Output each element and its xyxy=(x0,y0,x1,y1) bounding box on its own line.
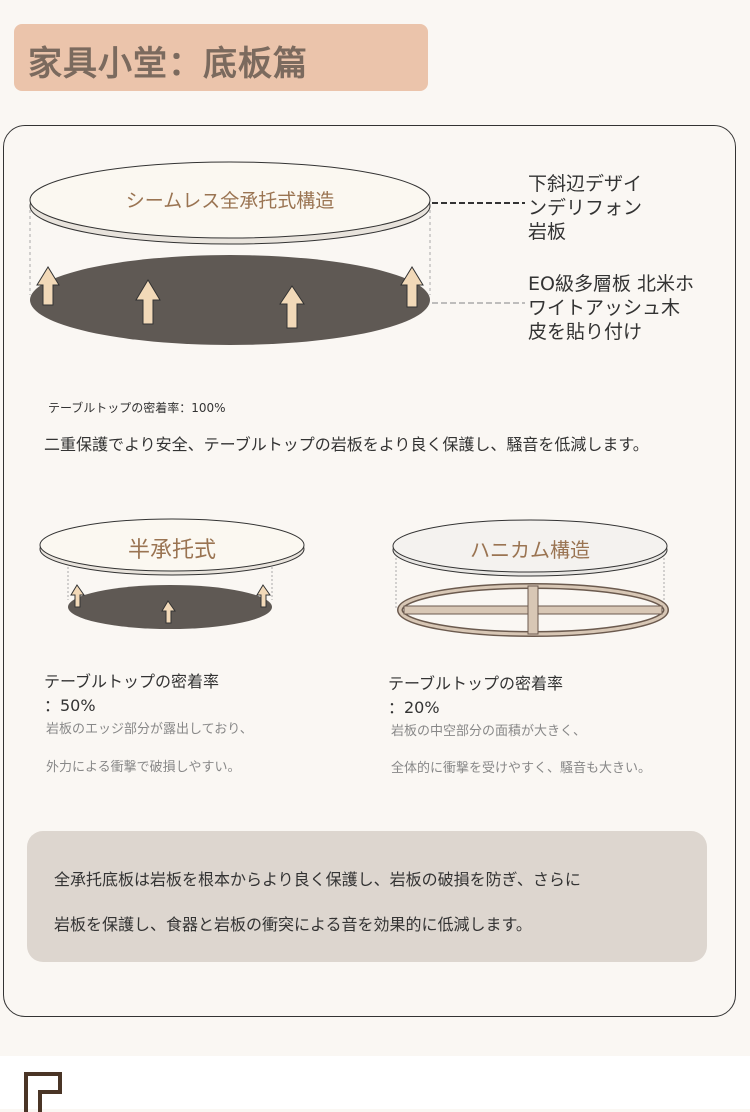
adhesion-line: ：20% xyxy=(388,698,440,717)
callout-line: ワイトアッシュ木 xyxy=(528,297,681,319)
half-support-label: 半承托式 xyxy=(127,538,216,563)
title-banner xyxy=(14,24,428,91)
corner-bracket-icon xyxy=(24,1072,62,1112)
half-support-diagram xyxy=(39,518,305,629)
summary-box xyxy=(27,831,707,962)
callout-line: 下斜辺デザイ xyxy=(528,173,643,195)
callout-line: ンデリフォン xyxy=(528,197,643,219)
full-support-diagram xyxy=(29,161,525,345)
callout-top: 下斜辺デザイ ンデリフォン 岩板 xyxy=(528,172,642,244)
page-title: 家具小堂：底板篇 xyxy=(28,44,308,84)
honeycomb-note-2: 全体的に衝撃を受けやすく、騒音も大きい。 xyxy=(391,761,652,776)
arrow-icon xyxy=(135,279,161,325)
support-arrows xyxy=(36,266,424,329)
stone-top xyxy=(29,161,431,239)
arrow-icon xyxy=(161,600,176,624)
half-support-note-1: 岩板のエッジ部分が露出しており、 xyxy=(46,722,253,737)
callout-line: EO級多層板 北米ホ xyxy=(528,273,694,295)
next-section xyxy=(0,1056,750,1112)
summary-line-1: 全承托底板は岩板を根本からより良く保護し、岩板の破損を防ぎ、さらに xyxy=(54,870,581,889)
half-support-note-2: 外力による衝撃で破損しやすい。 xyxy=(46,760,241,775)
arrow-icon xyxy=(400,266,424,308)
callout-bottom: EO級多層板 北米ホ ワイトアッシュ木 皮を貼り付け xyxy=(528,272,694,344)
honeycomb-note-1: 岩板の中空部分の面積が大きく、 xyxy=(391,724,587,739)
honeycomb-adhesion: テーブルトップの密着率 ：20% xyxy=(388,670,563,718)
arrow-icon xyxy=(70,584,85,608)
arrow-icon xyxy=(279,285,305,329)
honeycomb-label: ハニカム構造 xyxy=(470,538,590,562)
half-support-adhesion: テーブルトップの密着率 ：50% xyxy=(44,668,219,716)
adhesion-line: テーブルトップの密着率 xyxy=(44,672,220,691)
base-board xyxy=(30,255,430,345)
arrow-icon xyxy=(36,266,60,306)
adhesion-line: ：50% xyxy=(44,696,96,715)
full-support-description: 二重保護でより安全、テーブルトップの岩板をより良く保護し、騒音を低減します。 xyxy=(44,435,649,454)
full-support-label: シームレス全承托式構造 xyxy=(125,190,335,212)
adhesion-line: テーブルトップの密着率 xyxy=(388,674,564,693)
arrow-icon xyxy=(256,584,271,608)
honeycomb-diagram xyxy=(392,519,669,637)
callout-line: 皮を貼り付け xyxy=(528,321,643,343)
full-support-adhesion: テーブルトップの密着率：100% xyxy=(48,401,226,415)
summary-line-2: 岩板を保護し、食器と岩板の衝突による音を効果的に低減します。 xyxy=(54,915,532,934)
callout-line: 岩板 xyxy=(528,221,567,243)
